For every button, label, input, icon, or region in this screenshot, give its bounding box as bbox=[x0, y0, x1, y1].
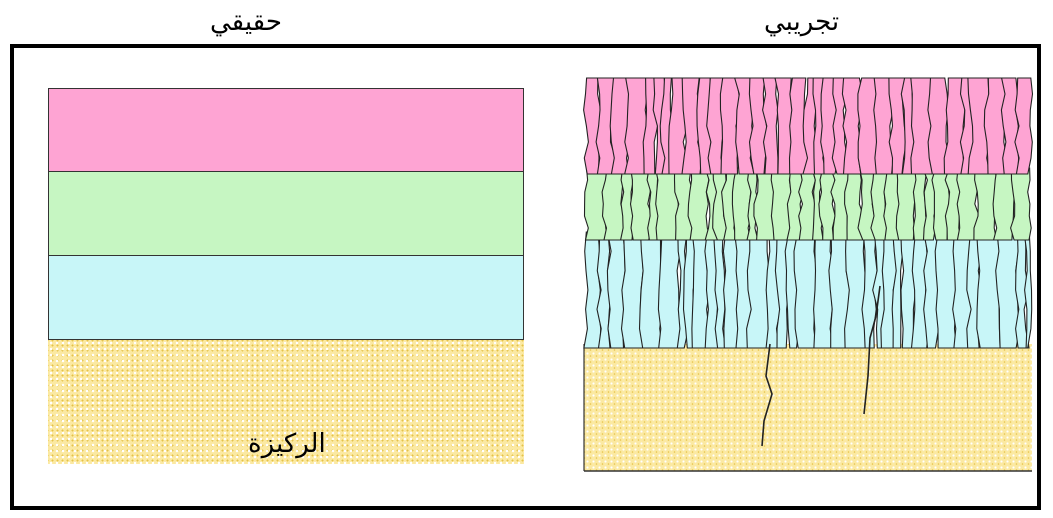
blue-column bbox=[583, 231, 602, 349]
substrate-layer bbox=[48, 340, 524, 464]
blue-column bbox=[596, 231, 613, 349]
ideal-coating-panel: الركيزة bbox=[48, 88, 526, 464]
blue-column bbox=[861, 231, 878, 349]
columnar-coating-illustration bbox=[583, 77, 1034, 472]
green-column bbox=[687, 167, 712, 241]
substrate-label: الركيزة bbox=[248, 428, 326, 458]
caption-experimental: تجريبي bbox=[764, 6, 840, 36]
middle-columnar-layer bbox=[583, 167, 1032, 241]
caption-real: حقيقي bbox=[210, 6, 282, 36]
bottom-coating-layer bbox=[48, 256, 524, 340]
blue-column bbox=[1023, 231, 1033, 349]
top-coating-layer bbox=[48, 88, 524, 172]
crack-line bbox=[761, 343, 773, 447]
top-columnar-layer bbox=[583, 77, 1034, 175]
pink-column bbox=[748, 77, 769, 175]
middle-coating-layer bbox=[48, 172, 524, 256]
experimental-coating-panel bbox=[580, 76, 1034, 476]
crack-line bbox=[863, 285, 881, 415]
blue-column bbox=[1015, 231, 1030, 349]
green-column bbox=[1010, 167, 1032, 241]
pink-column bbox=[1014, 77, 1034, 175]
substrate-region bbox=[584, 344, 1032, 471]
bottom-columnar-layer bbox=[583, 231, 1033, 349]
blue-column bbox=[976, 231, 1001, 349]
